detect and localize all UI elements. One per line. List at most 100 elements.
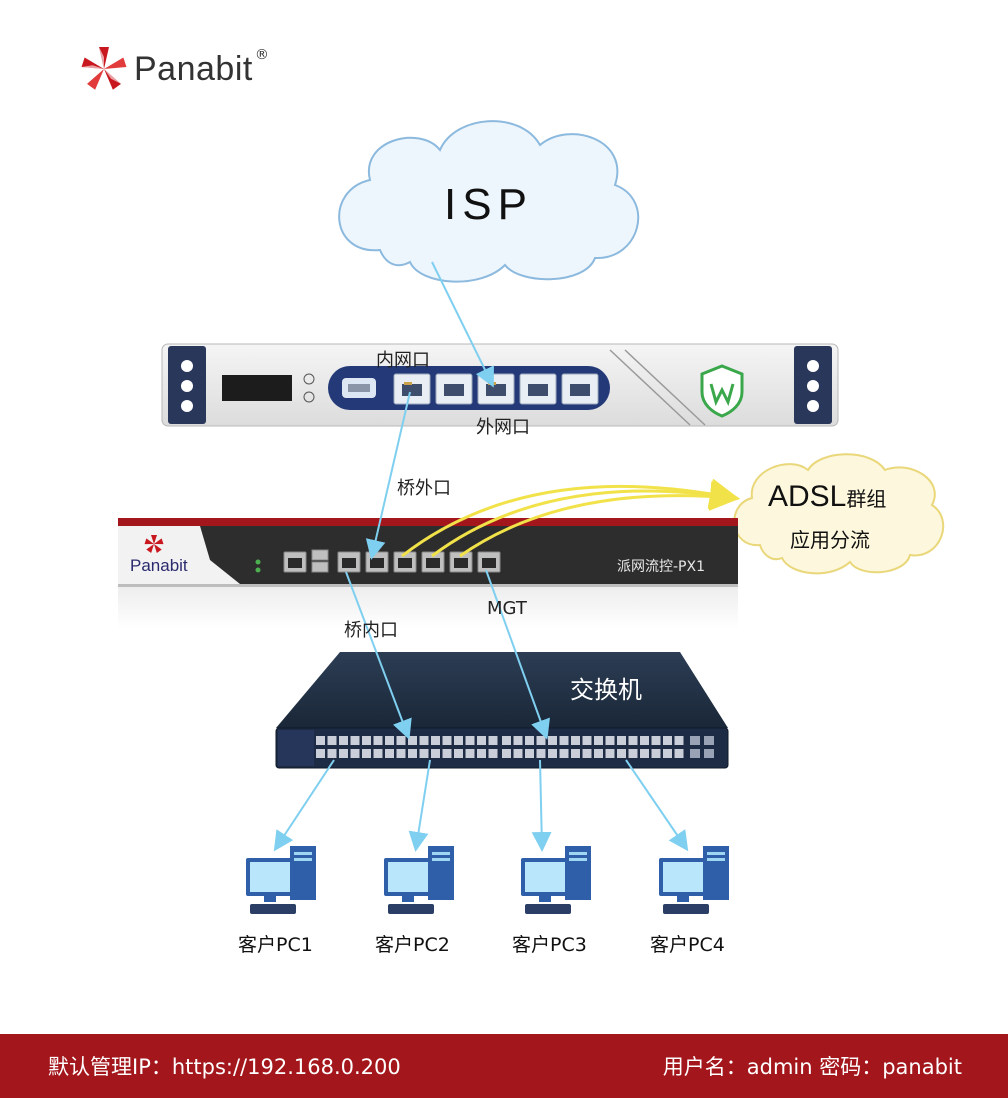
switch-port xyxy=(525,736,534,745)
switch-port xyxy=(594,749,603,758)
switch-port xyxy=(419,736,429,745)
switch-port xyxy=(536,736,546,745)
switch-port xyxy=(431,749,440,758)
switch-port xyxy=(525,749,534,758)
default-admin-ip: 默认管理IP：https://192.168.0.200 xyxy=(48,1055,401,1079)
switch-port xyxy=(431,736,440,745)
computer-icon xyxy=(246,846,316,914)
switch-port xyxy=(582,749,592,758)
pc-label: 客户PC3 xyxy=(512,934,587,956)
switch-port xyxy=(465,749,475,758)
switch-port xyxy=(582,736,592,745)
pc-icons xyxy=(246,846,729,914)
switch-port xyxy=(488,749,498,758)
default-credentials: 用户名：admin 密码：panabit xyxy=(662,1055,962,1079)
bridge-in-label: 桥内口 xyxy=(344,620,398,641)
switch-port xyxy=(536,749,546,758)
switch-port xyxy=(594,736,603,745)
device-model: 派网流控-PX1 xyxy=(617,559,705,575)
adsl-title: ADSL群组 xyxy=(768,480,886,514)
switch-port xyxy=(663,736,672,745)
switch-port xyxy=(559,736,569,745)
switch-port xyxy=(442,736,452,745)
links-blue xyxy=(273,261,689,852)
mgt-label: MGT xyxy=(487,598,527,619)
switch-port xyxy=(513,749,523,758)
outer-port-label: 外网口 xyxy=(476,417,530,438)
adsl-subtitle: 应用分流 xyxy=(790,528,870,552)
isp-cloud xyxy=(338,120,640,283)
switch-port xyxy=(385,736,394,745)
adsl-title-main: ADSL xyxy=(768,480,847,513)
switch-uplink-port xyxy=(704,749,714,758)
adsl-cloud xyxy=(733,453,945,575)
pc-label: 客户PC2 xyxy=(375,934,450,956)
logo-registered-mark: ® xyxy=(254,47,269,63)
switch-port xyxy=(316,749,325,758)
switch-port xyxy=(651,749,661,758)
switch-port xyxy=(651,736,661,745)
switch-port xyxy=(454,749,463,758)
footer-bar: 默认管理IP：https://192.168.0.200 用户名：admin 密… xyxy=(0,1034,1008,1098)
panabit-logo: Panabit ® xyxy=(80,44,269,94)
switch-port xyxy=(628,749,638,758)
switch-port xyxy=(571,749,580,758)
switch-port xyxy=(674,736,684,745)
switch-port xyxy=(350,736,360,745)
device-brand: Panabit xyxy=(130,556,188,575)
middle-appliance xyxy=(118,518,738,629)
switch-port xyxy=(362,749,371,758)
switch-port xyxy=(559,749,569,758)
switch-port xyxy=(617,736,626,745)
switch-port xyxy=(502,736,511,745)
switch-port xyxy=(454,736,463,745)
computer-icon xyxy=(659,846,729,914)
switch-port xyxy=(396,736,406,745)
shield-icon xyxy=(700,364,744,418)
switch-port xyxy=(571,736,580,745)
switch-port xyxy=(617,749,626,758)
switch-port xyxy=(465,736,475,745)
switch-port xyxy=(339,749,348,758)
switch-port xyxy=(628,736,638,745)
topology-diagram xyxy=(118,120,945,914)
switch-port xyxy=(442,749,452,758)
switch-port xyxy=(327,736,337,745)
switch-uplink-port xyxy=(690,736,700,745)
switch-port xyxy=(548,736,557,745)
links-yellow xyxy=(401,478,740,558)
panabit-star-icon xyxy=(81,47,127,90)
panabit-star-small-icon xyxy=(144,535,164,554)
switch-port xyxy=(488,736,498,745)
bridge-out-label: 桥外口 xyxy=(397,478,451,499)
switch-port xyxy=(316,736,325,745)
switch-port xyxy=(477,749,486,758)
switch-port xyxy=(327,749,337,758)
switch-port xyxy=(640,736,649,745)
switch-port xyxy=(477,736,486,745)
switch-port xyxy=(513,736,523,745)
switch-uplink-port xyxy=(704,736,714,745)
switch-port xyxy=(674,749,684,758)
switch-port xyxy=(362,736,371,745)
network-switch xyxy=(275,652,729,769)
switch-port xyxy=(408,749,417,758)
switch-uplink-port xyxy=(690,749,700,758)
switch-port xyxy=(502,749,511,758)
computer-icon xyxy=(521,846,591,914)
pc-label: 客户PC1 xyxy=(238,934,313,956)
switch-port xyxy=(663,749,672,758)
switch-port xyxy=(548,749,557,758)
switch-port xyxy=(396,749,406,758)
switch-port xyxy=(339,736,348,745)
top-appliance xyxy=(161,343,839,427)
logo-text: Panabit xyxy=(134,49,253,88)
computer-icon xyxy=(384,846,454,914)
switch-port xyxy=(605,736,615,745)
switch-label: 交换机 xyxy=(570,676,642,704)
switch-port xyxy=(350,749,360,758)
adsl-title-suffix: 群组 xyxy=(846,489,887,511)
switch-port xyxy=(408,736,417,745)
pc-label: 客户PC4 xyxy=(650,934,725,956)
switch-port xyxy=(419,749,429,758)
